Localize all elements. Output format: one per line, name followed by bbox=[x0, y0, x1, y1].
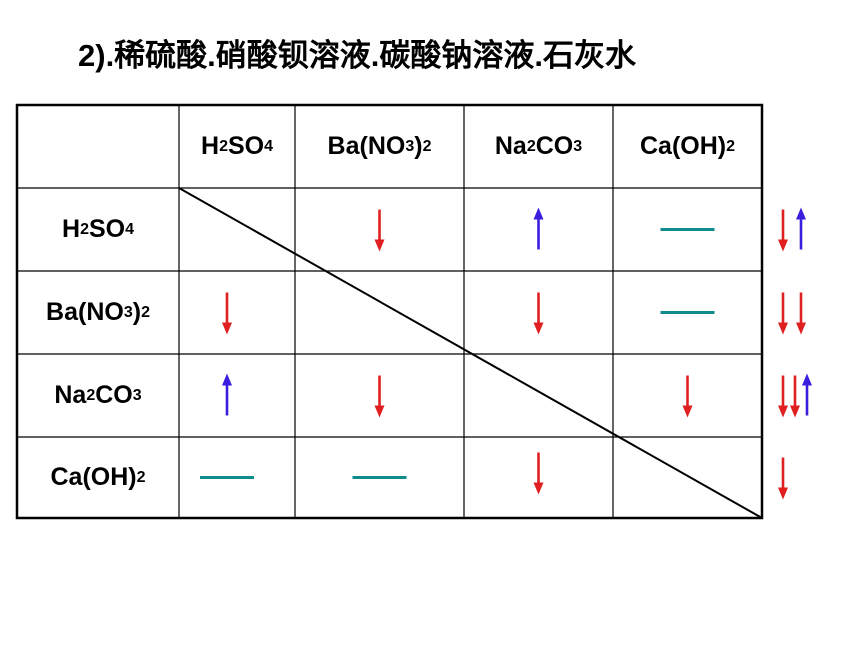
table-border bbox=[15, 103, 764, 520]
reaction-marks bbox=[200, 207, 812, 500]
table-grid bbox=[15, 103, 764, 520]
gas-arrow bbox=[222, 373, 232, 416]
formula-text: Na bbox=[494, 132, 527, 160]
formula-text: Na bbox=[54, 381, 87, 409]
formula-text: CO bbox=[95, 381, 133, 409]
summary-precipitate-arrow bbox=[790, 375, 800, 418]
precipitate-arrow bbox=[374, 209, 385, 252]
precipitate-arrow bbox=[533, 452, 544, 495]
precipitate-arrow bbox=[222, 292, 232, 335]
summary-precipitate-arrow bbox=[778, 375, 788, 418]
summary-gas-arrow bbox=[802, 373, 812, 416]
formula-text: Ba(NO bbox=[46, 298, 124, 326]
formula-text: CO bbox=[535, 132, 574, 160]
summary-precipitate-arrow bbox=[778, 457, 788, 500]
summary-precipitate-arrow bbox=[778, 292, 788, 335]
column-header: Ca(OH)2 bbox=[639, 132, 735, 160]
formula-text: Ca(OH) bbox=[639, 132, 727, 160]
summary-precipitate-arrow bbox=[778, 209, 788, 252]
summary-gas-arrow bbox=[796, 207, 806, 250]
formula-text: H bbox=[62, 215, 81, 243]
formula-text: H bbox=[201, 132, 220, 160]
formula-text: Ca(OH) bbox=[50, 463, 137, 491]
formula-text: SO bbox=[227, 132, 265, 160]
row-header: Ca(OH)2 bbox=[50, 463, 146, 491]
precipitate-arrow bbox=[374, 375, 385, 418]
precipitate-arrow bbox=[533, 292, 544, 335]
slide-title: 2).稀硫酸.硝酸钡溶液.碳酸钠溶液.石灰水 bbox=[78, 38, 637, 73]
summary-precipitate-arrow bbox=[796, 292, 806, 335]
precipitate-arrow bbox=[682, 375, 693, 418]
gas-arrow bbox=[533, 207, 544, 250]
formula-text: SO bbox=[88, 215, 126, 243]
formula-text: Ba(NO bbox=[327, 132, 406, 160]
diagonal-line bbox=[178, 187, 763, 519]
formula-text: ) bbox=[132, 298, 142, 326]
formula-text: ) bbox=[414, 132, 423, 160]
